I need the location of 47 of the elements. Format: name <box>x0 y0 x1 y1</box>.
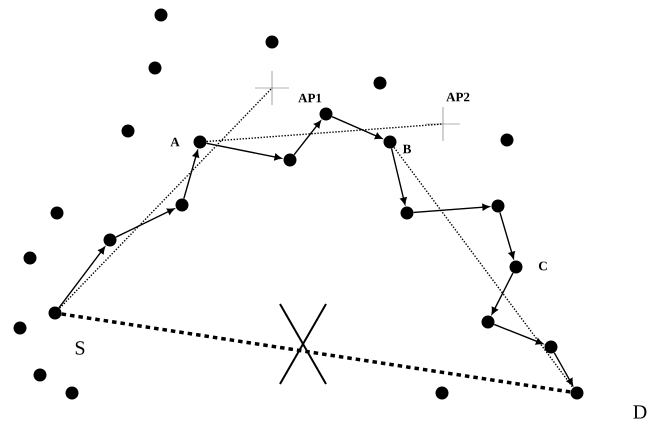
dot <box>104 234 116 246</box>
dot <box>66 386 78 400</box>
dot <box>24 252 36 264</box>
dot <box>384 136 396 148</box>
point-label: C <box>538 262 547 270</box>
dot <box>122 124 134 138</box>
point-label: AP1 <box>298 94 322 102</box>
dot <box>50 206 64 220</box>
dashed-line <box>393 146 574 388</box>
dot <box>14 322 26 334</box>
dot <box>194 136 206 148</box>
dot <box>436 386 448 400</box>
dot <box>482 316 494 328</box>
arrow <box>294 120 322 156</box>
arrow <box>332 116 382 140</box>
dot <box>176 198 188 212</box>
arrow <box>414 204 490 214</box>
dot <box>570 386 584 400</box>
arrow <box>554 352 574 386</box>
dot <box>154 8 168 22</box>
dot <box>34 368 46 382</box>
point-label: B <box>402 144 411 154</box>
dot <box>148 62 162 74</box>
point-label: S <box>76 341 84 355</box>
arrow <box>183 150 200 199</box>
access-point-cross <box>426 106 460 142</box>
arrow <box>494 324 544 345</box>
arrow <box>499 212 515 259</box>
dot <box>510 260 522 274</box>
dashed-line <box>59 88 272 309</box>
access-point-cross <box>254 70 290 106</box>
arrow <box>390 148 407 205</box>
dot <box>266 36 278 48</box>
arrow <box>58 246 106 308</box>
dot <box>500 134 514 146</box>
dashed-line <box>61 312 571 394</box>
dot <box>320 108 332 120</box>
dot <box>374 76 386 90</box>
point-label: AP2 <box>446 92 470 102</box>
arrow <box>206 142 282 160</box>
arrow <box>491 272 514 315</box>
dashed-line <box>206 123 442 142</box>
point-label: D <box>633 405 646 419</box>
point-label: A <box>170 138 180 146</box>
arrow <box>116 208 174 238</box>
dot <box>544 340 558 354</box>
dot <box>48 306 62 320</box>
